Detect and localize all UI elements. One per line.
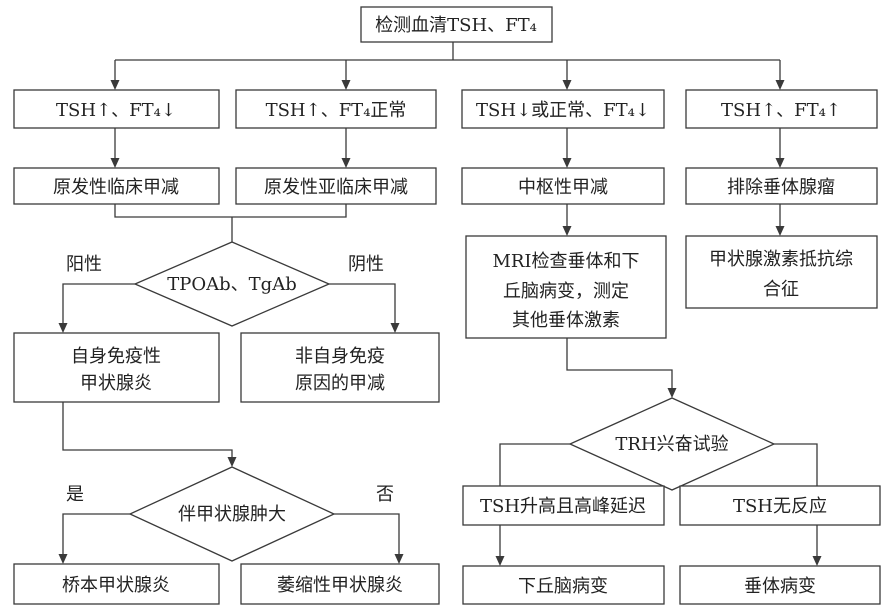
pituitary-node: 垂体病变 — [679, 565, 881, 605]
svg-text:非自身免疫: 非自身免疫 — [295, 346, 385, 367]
resistance-node: 甲状腺激素抵抗综 合征 — [685, 235, 878, 309]
hypothalamic-node: 下丘脑病变 — [462, 565, 665, 605]
svg-text:萎缩性甲状腺炎: 萎缩性甲状腺炎 — [277, 575, 403, 596]
svg-text:甲状腺炎: 甲状腺炎 — [80, 373, 152, 394]
atrophic-node: 萎缩性甲状腺炎 — [240, 563, 440, 605]
label-negative: 阴性 — [348, 254, 384, 275]
svg-text:TSH↑、FT₄↑: TSH↑、FT₄↑ — [721, 100, 841, 121]
tsh-delayed-node: TSH升高且高峰延迟 — [462, 485, 665, 526]
svg-text:丘脑病变，测定: 丘脑病变，测定 — [503, 281, 629, 302]
svg-text:原发性亚临床甲减: 原发性亚临床甲减 — [264, 177, 408, 198]
goiter-decision: 伴甲状腺肿大 — [128, 466, 336, 562]
label-yes: 是 — [66, 484, 84, 505]
label-positive: 阳性 — [66, 254, 102, 275]
svg-text:自身免疫性: 自身免疫性 — [71, 346, 161, 367]
primary-subclinical-node: 原发性亚临床甲减 — [235, 167, 437, 205]
primary-clinical-node: 原发性临床甲减 — [13, 167, 220, 205]
svg-text:原发性临床甲减: 原发性临床甲减 — [53, 177, 179, 198]
svg-text:TPOAb、TgAb: TPOAb、TgAb — [167, 274, 296, 295]
tsh-no-response-node: TSH无反应 — [679, 485, 881, 526]
antibody-decision: TPOAb、TgAb — [133, 241, 331, 327]
non-autoimmune-node: 非自身免疫 原因的甲减 — [240, 332, 440, 403]
exclude-tumor-node: 排除垂体腺瘤 — [685, 167, 878, 205]
svg-text:合征: 合征 — [763, 279, 799, 300]
result-tsh-down-ft4-down: TSH↓或正常、FT₄↓ — [461, 89, 665, 129]
svg-text:TSH升高且高峰延迟: TSH升高且高峰延迟 — [480, 496, 646, 517]
result-tsh-up-ft4-down: TSH↑、FT₄↓ — [13, 89, 220, 129]
svg-text:检测血清TSH、FT₄: 检测血清TSH、FT₄ — [375, 15, 537, 36]
label-no: 否 — [376, 484, 394, 505]
result-tsh-up-ft4-normal: TSH↑、FT₄正常 — [235, 89, 437, 129]
svg-text:TSH↑、FT₄↓: TSH↑、FT₄↓ — [56, 100, 176, 121]
svg-text:甲状腺激素抵抗综: 甲状腺激素抵抗综 — [709, 249, 853, 270]
svg-text:排除垂体腺瘤: 排除垂体腺瘤 — [727, 177, 835, 198]
trh-decision: TRH兴奋试验 — [568, 397, 776, 491]
svg-text:垂体病变: 垂体病变 — [744, 576, 816, 597]
hashimoto-node: 桥本甲状腺炎 — [13, 563, 220, 605]
svg-text:中枢性甲减: 中枢性甲减 — [518, 177, 608, 198]
svg-text:其他垂体激素: 其他垂体激素 — [512, 310, 620, 331]
mri-node: MRI检查垂体和下 丘脑病变，测定 其他垂体激素 — [465, 235, 667, 339]
svg-text:下丘脑病变: 下丘脑病变 — [518, 576, 608, 597]
svg-text:原因的甲减: 原因的甲减 — [295, 373, 385, 394]
central-node: 中枢性甲减 — [461, 167, 665, 205]
result-tsh-up-ft4-up: TSH↑、FT₄↑ — [685, 89, 878, 129]
start-node: 检测血清TSH、FT₄ — [360, 6, 553, 43]
connectors — [58, 42, 822, 566]
svg-text:TSH↓或正常、FT₄↓: TSH↓或正常、FT₄↓ — [476, 100, 650, 121]
svg-text:TRH兴奋试验: TRH兴奋试验 — [615, 434, 728, 455]
svg-text:伴甲状腺肿大: 伴甲状腺肿大 — [178, 504, 286, 525]
svg-text:桥本甲状腺炎: 桥本甲状腺炎 — [62, 575, 170, 596]
svg-text:TSH↑、FT₄正常: TSH↑、FT₄正常 — [266, 100, 407, 121]
autoimmune-node: 自身免疫性 甲状腺炎 — [13, 332, 220, 403]
svg-text:MRI检查垂体和下: MRI检查垂体和下 — [492, 251, 639, 272]
svg-text:TSH无反应: TSH无反应 — [733, 496, 827, 517]
